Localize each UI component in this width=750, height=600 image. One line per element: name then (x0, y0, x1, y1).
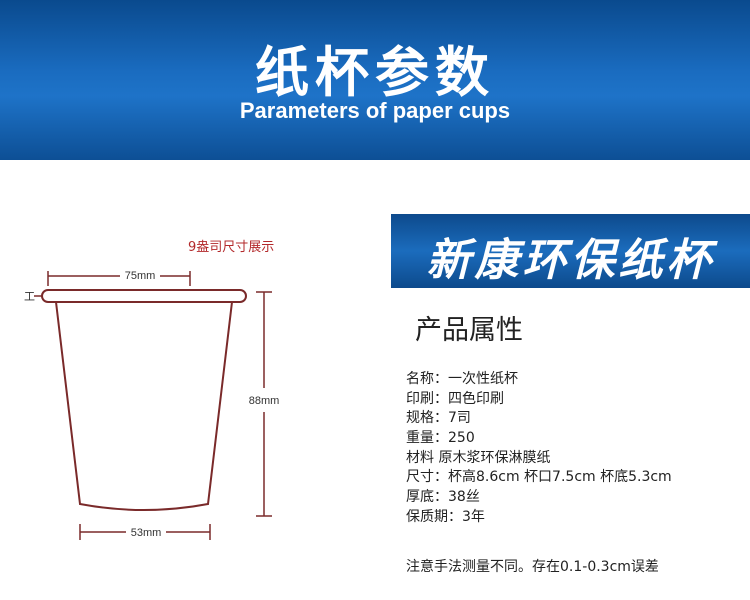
attribute-spec: 规格：7司 (406, 410, 471, 427)
section-title: 产品属性 (415, 315, 523, 346)
attribute-size: 尺寸：杯高8.6cm 杯口7.5cm 杯底5.3cm (406, 469, 672, 486)
cup-rim (41, 289, 247, 303)
cup-body (55, 301, 233, 511)
attribute-shelf-life: 保质期：3年 (406, 508, 485, 525)
brand-banner: 新康环保纸杯 (391, 214, 750, 288)
header-banner: 纸杯参数 Parameters of paper cups (0, 0, 750, 160)
measurement-note: 注意手法测量不同。存在0.1-0.3cm误差 (406, 559, 659, 575)
height-label: 88mm (249, 395, 280, 407)
diagram-caption: 9盎司尺寸展示 (188, 240, 275, 255)
attribute-list: 名称：一次性纸杯 印刷：四色印刷 规格：7司 重量：250 材料 原木浆环保淋膜… (406, 370, 672, 528)
attribute-printing: 印刷：四色印刷 (406, 390, 504, 407)
rim-marker: 工 (24, 291, 35, 303)
attribute-weight: 重量：250 (406, 430, 475, 447)
top-width-label: 75mm (125, 270, 156, 282)
cup-diagram: 75mm 工 88mm 53mm (24, 270, 280, 540)
brand-name: 新康环保纸杯 (426, 235, 715, 286)
page-title: 纸杯参数 (255, 41, 495, 104)
page-subtitle: Parameters of paper cups (239, 98, 511, 123)
attribute-thickness: 厚底：38丝 (406, 489, 480, 506)
bottom-width-label: 53mm (131, 527, 162, 539)
attribute-material: 材料 原木浆环保淋膜纸 (406, 449, 551, 466)
attribute-name: 名称：一次性纸杯 (406, 371, 518, 387)
